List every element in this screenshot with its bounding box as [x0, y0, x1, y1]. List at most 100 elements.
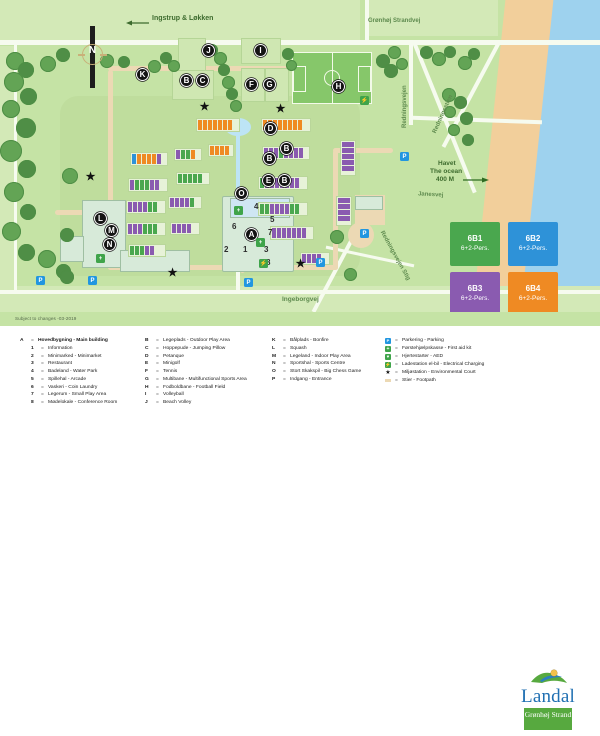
park-map[interactable]: N Ingstrup & Løkken Grønhøj Strandvej Re…: [0, 0, 600, 312]
map-marker-F[interactable]: F: [245, 78, 258, 91]
ev-charging-icon[interactable]: ⚡: [259, 259, 268, 268]
first-aid-icon: +: [385, 345, 391, 352]
road-north-spur[interactable]: [365, 0, 369, 45]
house-row[interactable]: [174, 148, 202, 161]
road-ingeborgvej[interactable]: [0, 290, 600, 294]
football-field: [292, 52, 372, 104]
parking-icon[interactable]: P: [400, 152, 409, 161]
ev-charging-icon[interactable]: ⚡: [360, 96, 369, 105]
legend-dash: =: [41, 384, 44, 390]
legend-dash: =: [283, 345, 286, 351]
map-marker-N[interactable]: N: [103, 238, 116, 251]
parking-icon[interactable]: P: [88, 276, 97, 285]
accommodation-type-6B4[interactable]: 6B4 6+2-Pers.: [508, 272, 558, 312]
map-marker-B-centre[interactable]: B: [280, 142, 293, 155]
first-aid-icon[interactable]: +: [96, 254, 105, 263]
legend-text: Vaskeri - Coin Laundry: [48, 384, 98, 390]
tree: [16, 118, 36, 138]
map-marker-A[interactable]: A: [245, 228, 258, 241]
play-area-north: [172, 70, 214, 100]
map-marker-H[interactable]: H: [332, 80, 345, 93]
legend-key: G: [145, 376, 149, 382]
map-marker-D[interactable]: D: [264, 122, 277, 135]
parking-icon[interactable]: P: [36, 276, 45, 285]
map-marker-G[interactable]: G: [263, 78, 276, 91]
pitch-beach-volley: [178, 38, 206, 74]
house-row[interactable]: [176, 172, 210, 185]
road-gronhoj-strandvej[interactable]: [0, 40, 600, 45]
house-row[interactable]: [128, 244, 166, 257]
house-row[interactable]: [340, 140, 356, 176]
landal-logo[interactable]: Landal Grønhøj Strand: [508, 664, 588, 736]
tree: [100, 54, 114, 68]
map-marker-L[interactable]: L: [94, 212, 107, 225]
legend-text: Spillehal - Arcade: [48, 376, 87, 382]
map-marker-I[interactable]: I: [254, 44, 267, 57]
house-row[interactable]: [270, 226, 314, 240]
legend-row: H=Fodboldbane - Football Field: [145, 384, 247, 392]
map-marker-E[interactable]: E: [262, 174, 275, 187]
legend-row: D=Petanque: [145, 353, 247, 361]
house-row[interactable]: [170, 222, 200, 235]
house-row[interactable]: [258, 202, 308, 216]
road-west-boundary[interactable]: [14, 45, 17, 290]
parking-icon[interactable]: P: [244, 278, 253, 287]
house-row[interactable]: [196, 118, 240, 132]
legend-key: P: [272, 376, 276, 382]
legend-key: K: [272, 338, 276, 343]
road-redningsvejen[interactable]: [409, 45, 413, 125]
legend-row: J=Beach Volley: [145, 399, 247, 407]
legend-column-main-building: A = Hovedbygning - Main building 1=Infor…: [20, 337, 117, 407]
landal-mark-icon: [531, 669, 567, 683]
legend-dash: =: [156, 384, 159, 390]
map-marker-M[interactable]: M: [105, 224, 118, 237]
east-service-building: [355, 196, 383, 210]
house-row[interactable]: [130, 152, 168, 166]
accommodation-type-6B3[interactable]: 6B3 6+2-Pers.: [450, 272, 500, 312]
map-marker-C[interactable]: C: [196, 74, 209, 87]
tree: [330, 230, 344, 244]
map-marker-B-south[interactable]: B: [278, 174, 291, 187]
map-marker-K[interactable]: K: [136, 68, 149, 81]
parking-icon[interactable]: P: [316, 258, 325, 267]
field-north-east: [368, 0, 498, 36]
tree: [60, 270, 74, 284]
house-row[interactable]: [128, 178, 168, 192]
footpath-west: [108, 70, 113, 270]
road-south-connector[interactable]: [236, 255, 240, 293]
legend-key: E: [145, 361, 149, 367]
house-row[interactable]: [126, 222, 166, 236]
house-row[interactable]: [208, 144, 234, 157]
parking-icon[interactable]: P: [360, 229, 369, 238]
map-number-4: 4: [254, 202, 259, 211]
legend-dash: =: [156, 353, 159, 359]
legend-key: D: [145, 353, 149, 359]
map-marker-J[interactable]: J: [202, 44, 215, 57]
legend-dash: =: [31, 338, 34, 343]
accommodation-type-6B1[interactable]: 6B1 6+2-Pers.: [450, 222, 500, 266]
tree: [344, 268, 357, 281]
legend-key: I: [145, 392, 147, 398]
house-row[interactable]: [336, 196, 352, 226]
first-aid-icon[interactable]: +: [234, 206, 243, 215]
map-marker-O[interactable]: O: [235, 187, 248, 200]
first-aid-icon[interactable]: +: [256, 238, 265, 247]
house-row[interactable]: [126, 200, 166, 214]
legend-row: E=Minigolf: [145, 360, 247, 368]
tree: [442, 88, 456, 102]
legend-row: N=Sportshal - Sports Centre: [272, 360, 361, 368]
legend-text: Hjertestarter - AED: [402, 353, 444, 359]
legend-dash: =: [41, 392, 44, 398]
house-row[interactable]: [168, 196, 202, 209]
map-marker-B-north[interactable]: B: [180, 74, 193, 87]
map-number-1: 1: [243, 245, 248, 254]
accommodation-type-6B2[interactable]: 6B2 6+2-Pers.: [508, 222, 558, 266]
legend-key: N: [272, 361, 276, 367]
tree: [60, 228, 74, 242]
legend-icon-row: ★ = Miljøstation - Environmental Court: [385, 369, 484, 377]
legend-key: 3: [31, 361, 34, 367]
map-marker-B-pond[interactable]: B: [263, 152, 276, 165]
tree: [226, 88, 238, 100]
legend-row: 1=Information: [31, 345, 117, 353]
